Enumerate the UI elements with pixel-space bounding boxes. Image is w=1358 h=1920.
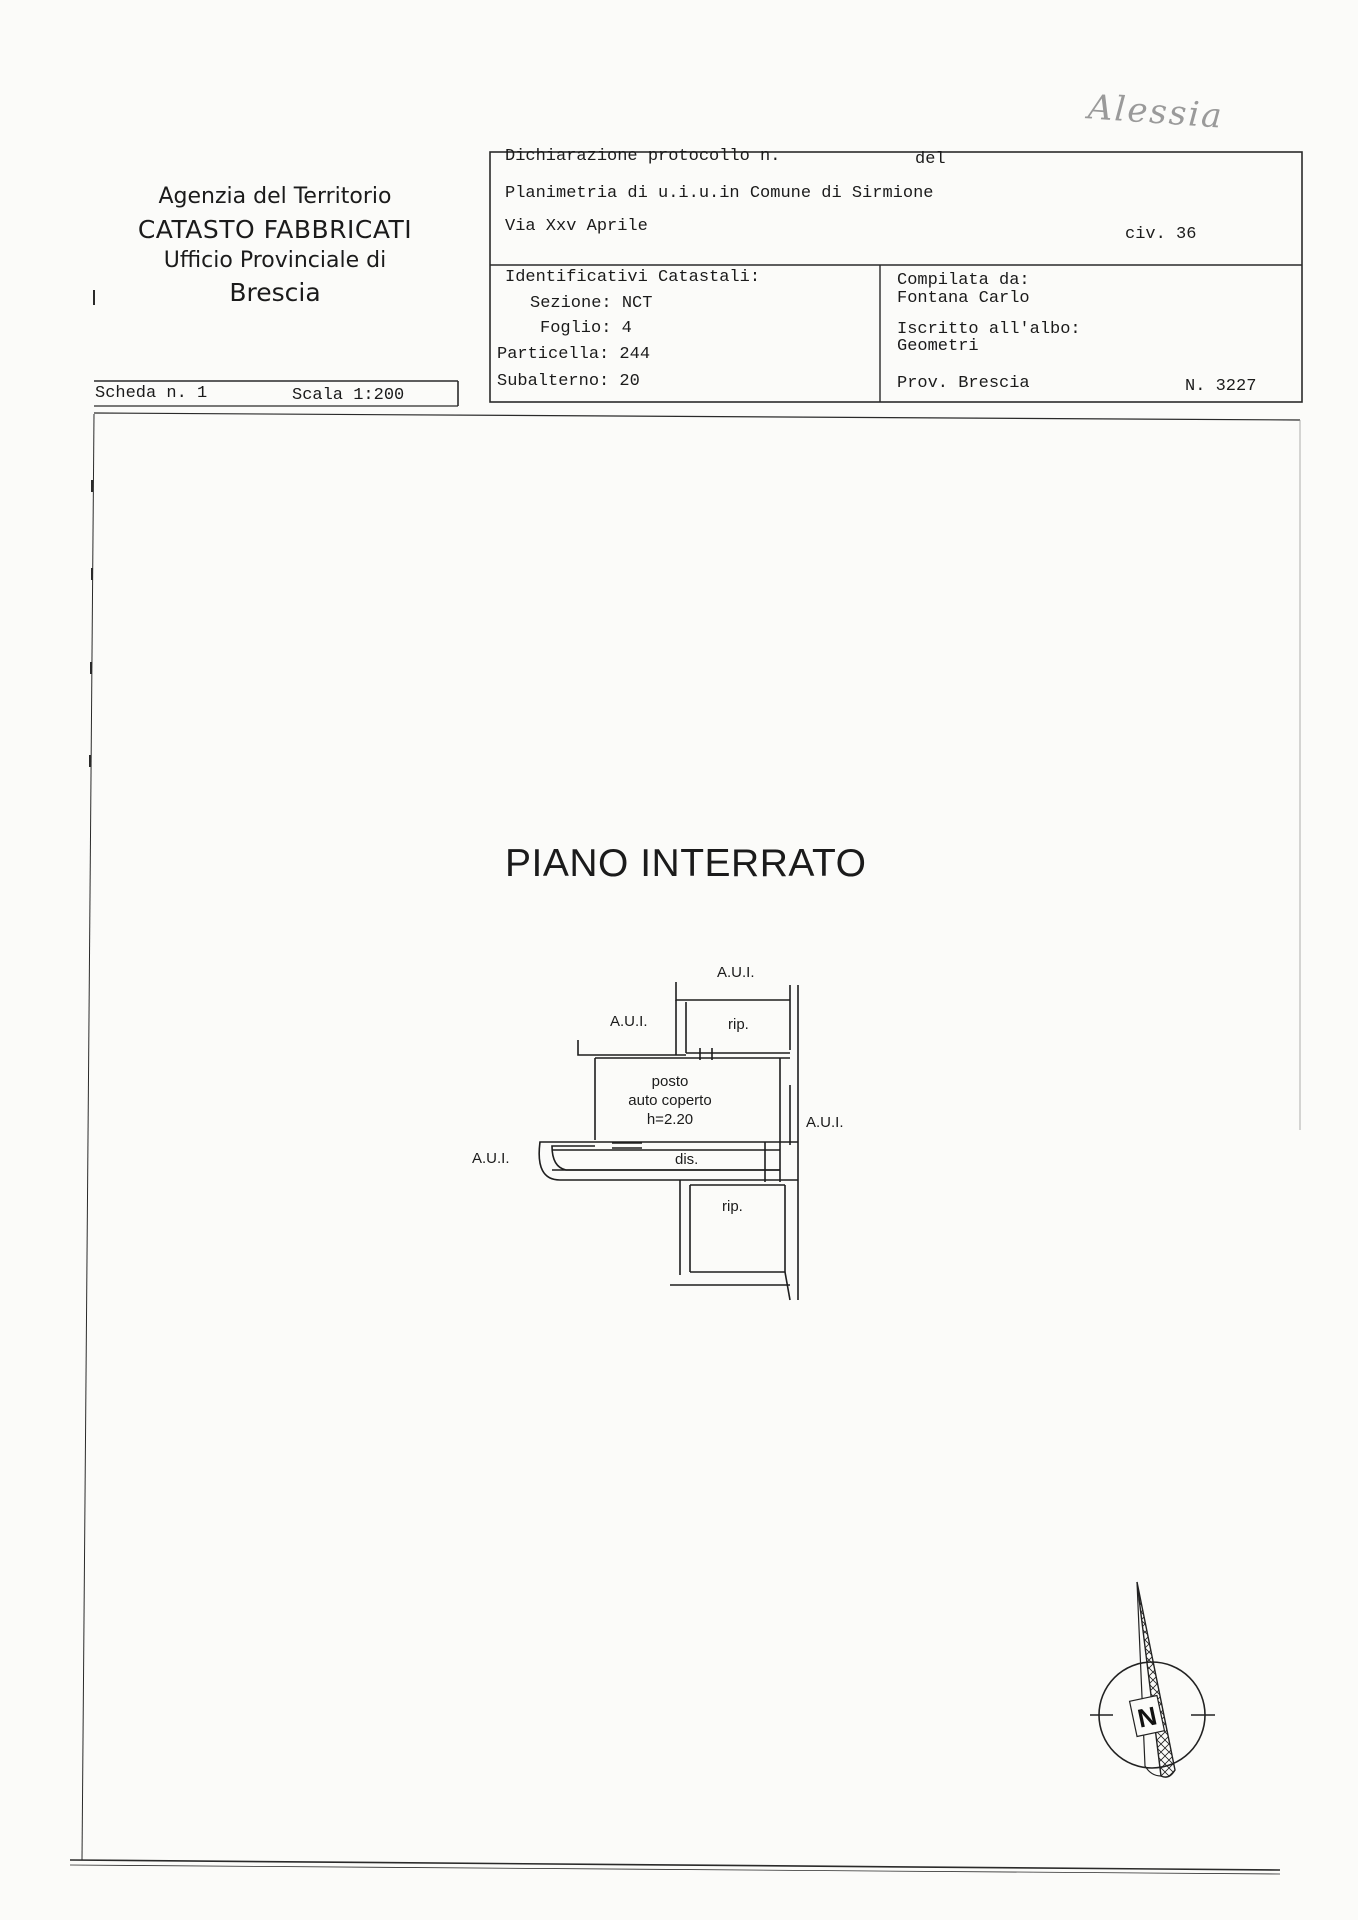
- agency-name: Agenzia del Territorio: [158, 184, 392, 209]
- province: Prov. Brescia: [897, 374, 1030, 393]
- registered-label: Iscritto all'albo:: [897, 320, 1081, 339]
- registered-value: Geometri: [897, 337, 979, 356]
- label-aui-upper-left: A.U.I.: [610, 1013, 648, 1030]
- label-rip-top: rip.: [728, 1016, 749, 1033]
- plan-title: PIANO INTERRATO: [505, 842, 867, 885]
- sezione: Sezione: NCT: [530, 294, 653, 313]
- subalterno: Subalterno: 20: [497, 372, 640, 391]
- particella: Particella: 244: [497, 345, 651, 364]
- agency-block: Agenzia del Territorio CATASTO FABBRICAT…: [130, 180, 420, 309]
- registration-number: N. 3227: [1185, 377, 1257, 396]
- scheda-label: Scheda n. 1: [95, 384, 208, 403]
- planimetry-text: Planimetria di u.i.u.in Comune di Sirmio…: [505, 184, 934, 203]
- label-auto-coperto: auto coperto: [628, 1092, 712, 1109]
- del-label: del: [915, 150, 946, 169]
- label-dis: dis.: [675, 1151, 699, 1168]
- office-label: Ufficio Provinciale di: [163, 248, 387, 273]
- address: Via Xxv Aprile: [505, 217, 648, 236]
- scale-label: Scala 1:200: [292, 386, 405, 405]
- label-posto: posto: [651, 1073, 689, 1090]
- civic-number: civ. 36: [1125, 225, 1197, 244]
- label-posto-auto: posto auto coperto h=2.20: [610, 1072, 730, 1129]
- office-city: Brescia: [229, 278, 321, 307]
- identifiers-heading: Identificativi Catastali:: [505, 268, 761, 287]
- label-aui-right: A.U.I.: [806, 1114, 844, 1131]
- compiled-by-name: Fontana Carlo: [897, 289, 1030, 308]
- label-height: h=2.20: [646, 1111, 694, 1128]
- declaration-label: Dichiarazione protocollo n.: [505, 147, 781, 166]
- compiled-by-label: Compilata da:: [897, 271, 1030, 290]
- north-arrow-icon: N: [1090, 1581, 1215, 1778]
- label-aui-top: A.U.I.: [717, 964, 755, 981]
- catasto-title: CATASTO FABBRICATI: [137, 215, 413, 244]
- label-aui-left: A.U.I.: [472, 1150, 510, 1167]
- label-rip-bottom: rip.: [722, 1198, 743, 1215]
- foglio: Foglio: 4: [540, 319, 632, 338]
